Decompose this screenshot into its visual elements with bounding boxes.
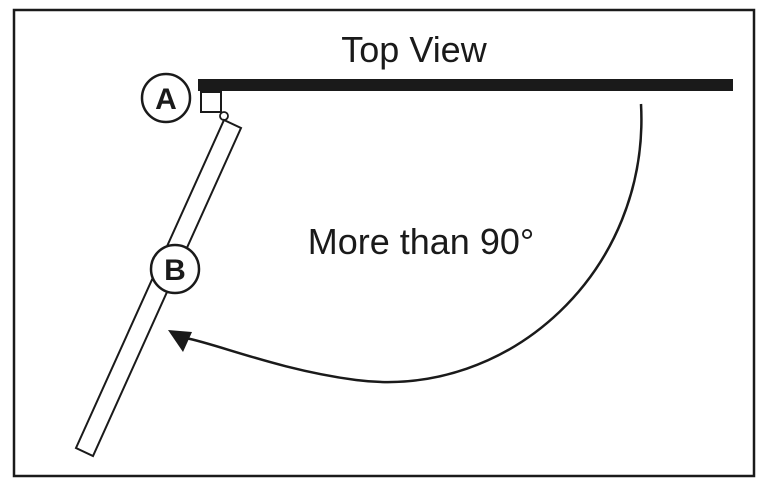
diagram-title: Top View — [341, 29, 487, 70]
angle-label: More than 90° — [308, 221, 535, 262]
wall-bar — [198, 79, 733, 91]
callout-b-circle — [149, 243, 201, 295]
callout-b: B — [149, 243, 201, 295]
callout-b-letter: B — [164, 254, 186, 287]
swing-arc — [185, 103, 643, 384]
swing-arrow-head — [168, 330, 192, 352]
callout-a-letter: A — [155, 83, 177, 116]
hinge-bracket — [200, 91, 222, 113]
callout-a: A — [140, 72, 192, 124]
callout-a-circle — [140, 72, 192, 124]
hinge-pin — [219, 111, 229, 121]
